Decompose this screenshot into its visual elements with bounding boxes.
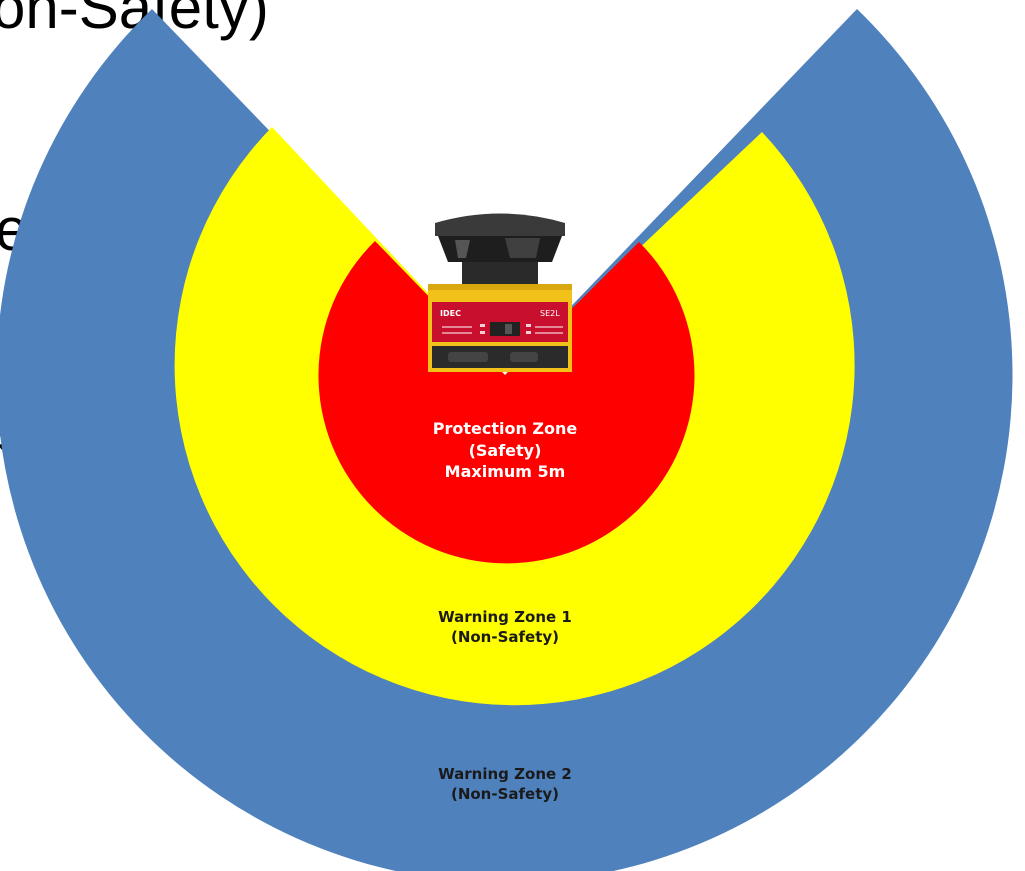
scanner-model: SE2L xyxy=(540,309,560,318)
laser-scanner-device: IDEC SE2L xyxy=(428,214,572,373)
warning-zone-2-type: (Non-Safety) xyxy=(405,784,605,804)
scanner-brand: IDEC xyxy=(440,309,461,318)
protection-zone-title: Protection Zone xyxy=(405,418,605,440)
warning-zone-1-title: Warning Zone 1 xyxy=(405,607,605,627)
protection-zone-type: (Safety) xyxy=(405,440,605,462)
protection-zone-range: Maximum 5m xyxy=(405,461,605,483)
warning-zone-2-label: Warning Zone 2 (Non-Safety) xyxy=(405,764,605,805)
warning-zone-1-label: Warning Zone 1 (Non-Safety) xyxy=(405,607,605,648)
scanner-lens-cap xyxy=(435,214,565,237)
warning-zone-1-type: (Non-Safety) xyxy=(405,627,605,647)
protection-zone-label: Protection Zone (Safety) Maximum 5m xyxy=(405,418,605,483)
warning-zone-2-title: Warning Zone 2 xyxy=(405,764,605,784)
